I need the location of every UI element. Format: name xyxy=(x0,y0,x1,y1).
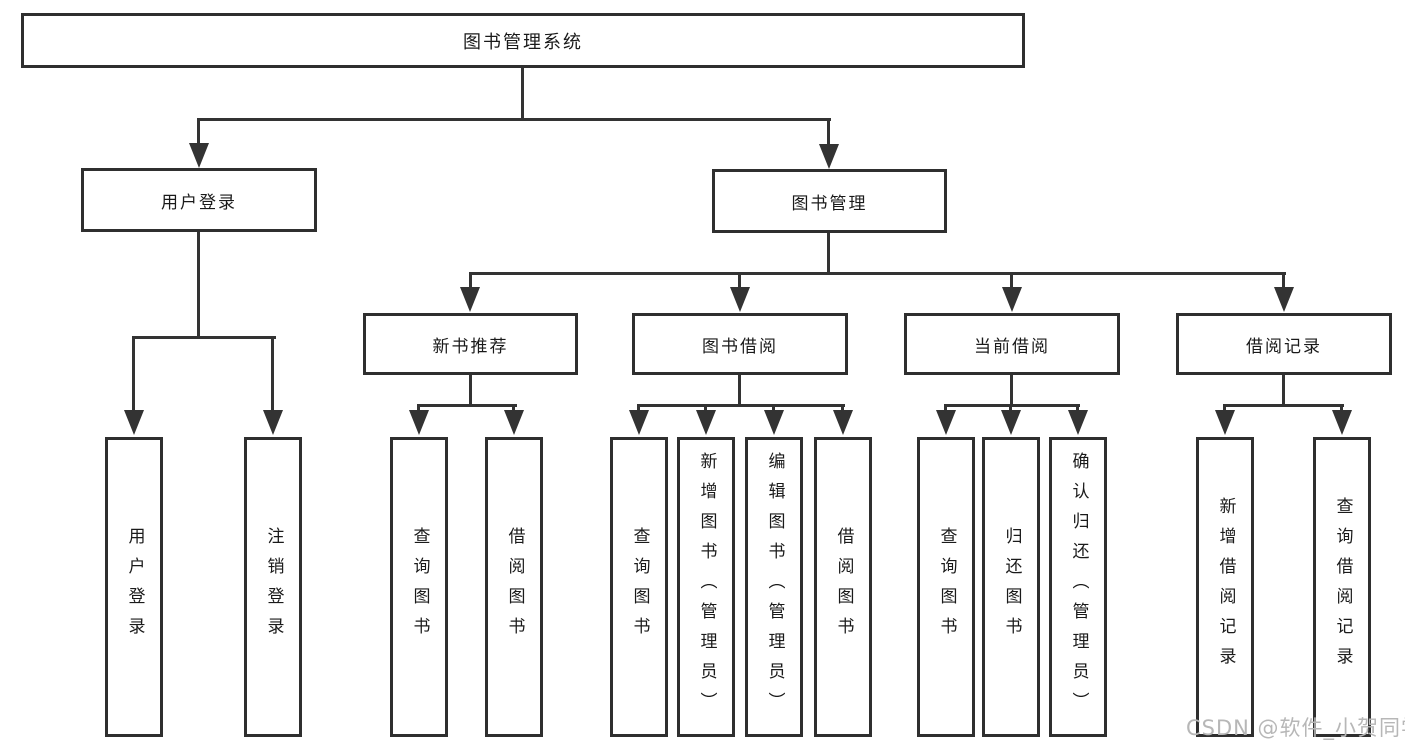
arrow-down-icon xyxy=(1068,410,1088,435)
leaf-borrow-edit-books-admin: 编辑图书（管理员） xyxy=(745,437,803,737)
connector-line xyxy=(1010,272,1013,288)
connector-line xyxy=(827,118,830,144)
connector-line xyxy=(1282,272,1285,288)
watermark: CSDN @软件_小贺同学 xyxy=(1186,716,1405,740)
leaf-records-query-record: 查询借阅记录 xyxy=(1313,437,1371,737)
leaf-label: 确认归还（管理员） xyxy=(1068,452,1089,722)
connector-line xyxy=(469,272,472,288)
connector-line xyxy=(1282,375,1285,407)
connector-line xyxy=(132,336,135,412)
connector-line xyxy=(1010,375,1013,407)
connector-line xyxy=(197,118,831,121)
leaf-newbook-borrow-books: 借阅图书 xyxy=(485,437,543,737)
connector-line xyxy=(1223,404,1226,412)
leaf-current-query-books: 查询图书 xyxy=(917,437,975,737)
arrow-down-icon xyxy=(696,410,716,435)
leaf-label: 查询借阅记录 xyxy=(1332,497,1353,677)
node-label: 图书管理系统 xyxy=(463,31,583,53)
arrow-down-icon xyxy=(409,410,429,435)
leaf-label: 新增图书（管理员） xyxy=(696,452,717,722)
leaf-current-confirm-return-admin: 确认归还（管理员） xyxy=(1049,437,1107,737)
node-borrowing-records: 借阅记录 xyxy=(1176,313,1392,375)
arrow-down-icon xyxy=(124,410,144,435)
node-label: 图书管理 xyxy=(791,193,868,214)
node-label: 借阅记录 xyxy=(1246,336,1322,357)
connector-line xyxy=(944,404,1080,407)
node-book-management: 图书管理 xyxy=(712,169,947,233)
leaf-borrow-borrow-books: 借阅图书 xyxy=(814,437,872,737)
leaf-label: 编辑图书（管理员） xyxy=(764,452,785,722)
connector-line xyxy=(469,375,472,407)
arrow-down-icon xyxy=(936,410,956,435)
leaf-label: 借阅图书 xyxy=(504,527,525,647)
arrow-down-icon xyxy=(1002,287,1022,312)
leaf-label: 注销登录 xyxy=(263,527,284,647)
leaf-borrow-add-books-admin: 新增图书（管理员） xyxy=(677,437,735,737)
leaf-records-add-record: 新增借阅记录 xyxy=(1196,437,1254,737)
leaf-label: 归还图书 xyxy=(1001,527,1022,647)
connector-line xyxy=(1340,404,1343,412)
connector-line xyxy=(841,404,844,412)
arrow-down-icon xyxy=(460,287,480,312)
arrow-down-icon xyxy=(504,410,524,435)
connector-line xyxy=(512,404,515,412)
connector-line xyxy=(417,404,517,407)
arrow-down-icon xyxy=(730,287,750,312)
leaf-label: 新增借阅记录 xyxy=(1215,497,1236,677)
arrow-down-icon xyxy=(833,410,853,435)
arrow-down-icon xyxy=(189,143,209,168)
connector-line xyxy=(1076,404,1079,412)
node-book-borrowing: 图书借阅 xyxy=(632,313,848,375)
connector-line xyxy=(704,404,707,412)
connector-line xyxy=(197,232,200,339)
connector-line xyxy=(738,272,741,288)
arrow-down-icon xyxy=(1332,410,1352,435)
arrow-down-icon xyxy=(1274,287,1294,312)
connector-line xyxy=(271,336,274,412)
arrow-down-icon xyxy=(263,410,283,435)
connector-line xyxy=(1009,404,1012,412)
leaf-borrow-query-books: 查询图书 xyxy=(610,437,668,737)
node-label: 用户登录 xyxy=(161,192,237,213)
node-library-system: 图书管理系统 xyxy=(21,13,1025,68)
node-label: 图书借阅 xyxy=(702,336,778,357)
node-current-borrowing: 当前借阅 xyxy=(904,313,1120,375)
connector-line xyxy=(772,404,775,412)
arrow-down-icon xyxy=(1215,410,1235,435)
connector-line xyxy=(469,272,1286,275)
node-new-book-recommend: 新书推荐 xyxy=(363,313,578,375)
connector-line xyxy=(637,404,845,407)
leaf-label: 查询图书 xyxy=(936,527,957,647)
node-label: 新书推荐 xyxy=(432,336,509,357)
connector-line xyxy=(738,375,741,407)
connector-line xyxy=(197,118,200,144)
connector-line xyxy=(132,336,276,339)
connector-line xyxy=(827,233,830,274)
leaf-label: 查询图书 xyxy=(629,527,650,647)
leaf-newbook-query-books: 查询图书 xyxy=(390,437,448,737)
node-label: 当前借阅 xyxy=(974,336,1050,357)
leaf-label: 借阅图书 xyxy=(833,527,854,647)
arrow-down-icon xyxy=(629,410,649,435)
arrow-down-icon xyxy=(1001,410,1021,435)
leaf-current-return-books: 归还图书 xyxy=(982,437,1040,737)
arrow-down-icon xyxy=(764,410,784,435)
node-user-login: 用户登录 xyxy=(81,168,317,232)
leaf-label: 用户登录 xyxy=(124,527,145,647)
connector-line xyxy=(417,404,420,412)
connector-line xyxy=(1223,404,1344,407)
leaf-user-login: 用户登录 xyxy=(105,437,163,737)
leaf-label: 查询图书 xyxy=(409,527,430,647)
leaf-logout: 注销登录 xyxy=(244,437,302,737)
arrow-down-icon xyxy=(819,144,839,169)
connector-line xyxy=(637,404,640,412)
connector-line xyxy=(521,68,524,118)
connector-line xyxy=(944,404,947,412)
